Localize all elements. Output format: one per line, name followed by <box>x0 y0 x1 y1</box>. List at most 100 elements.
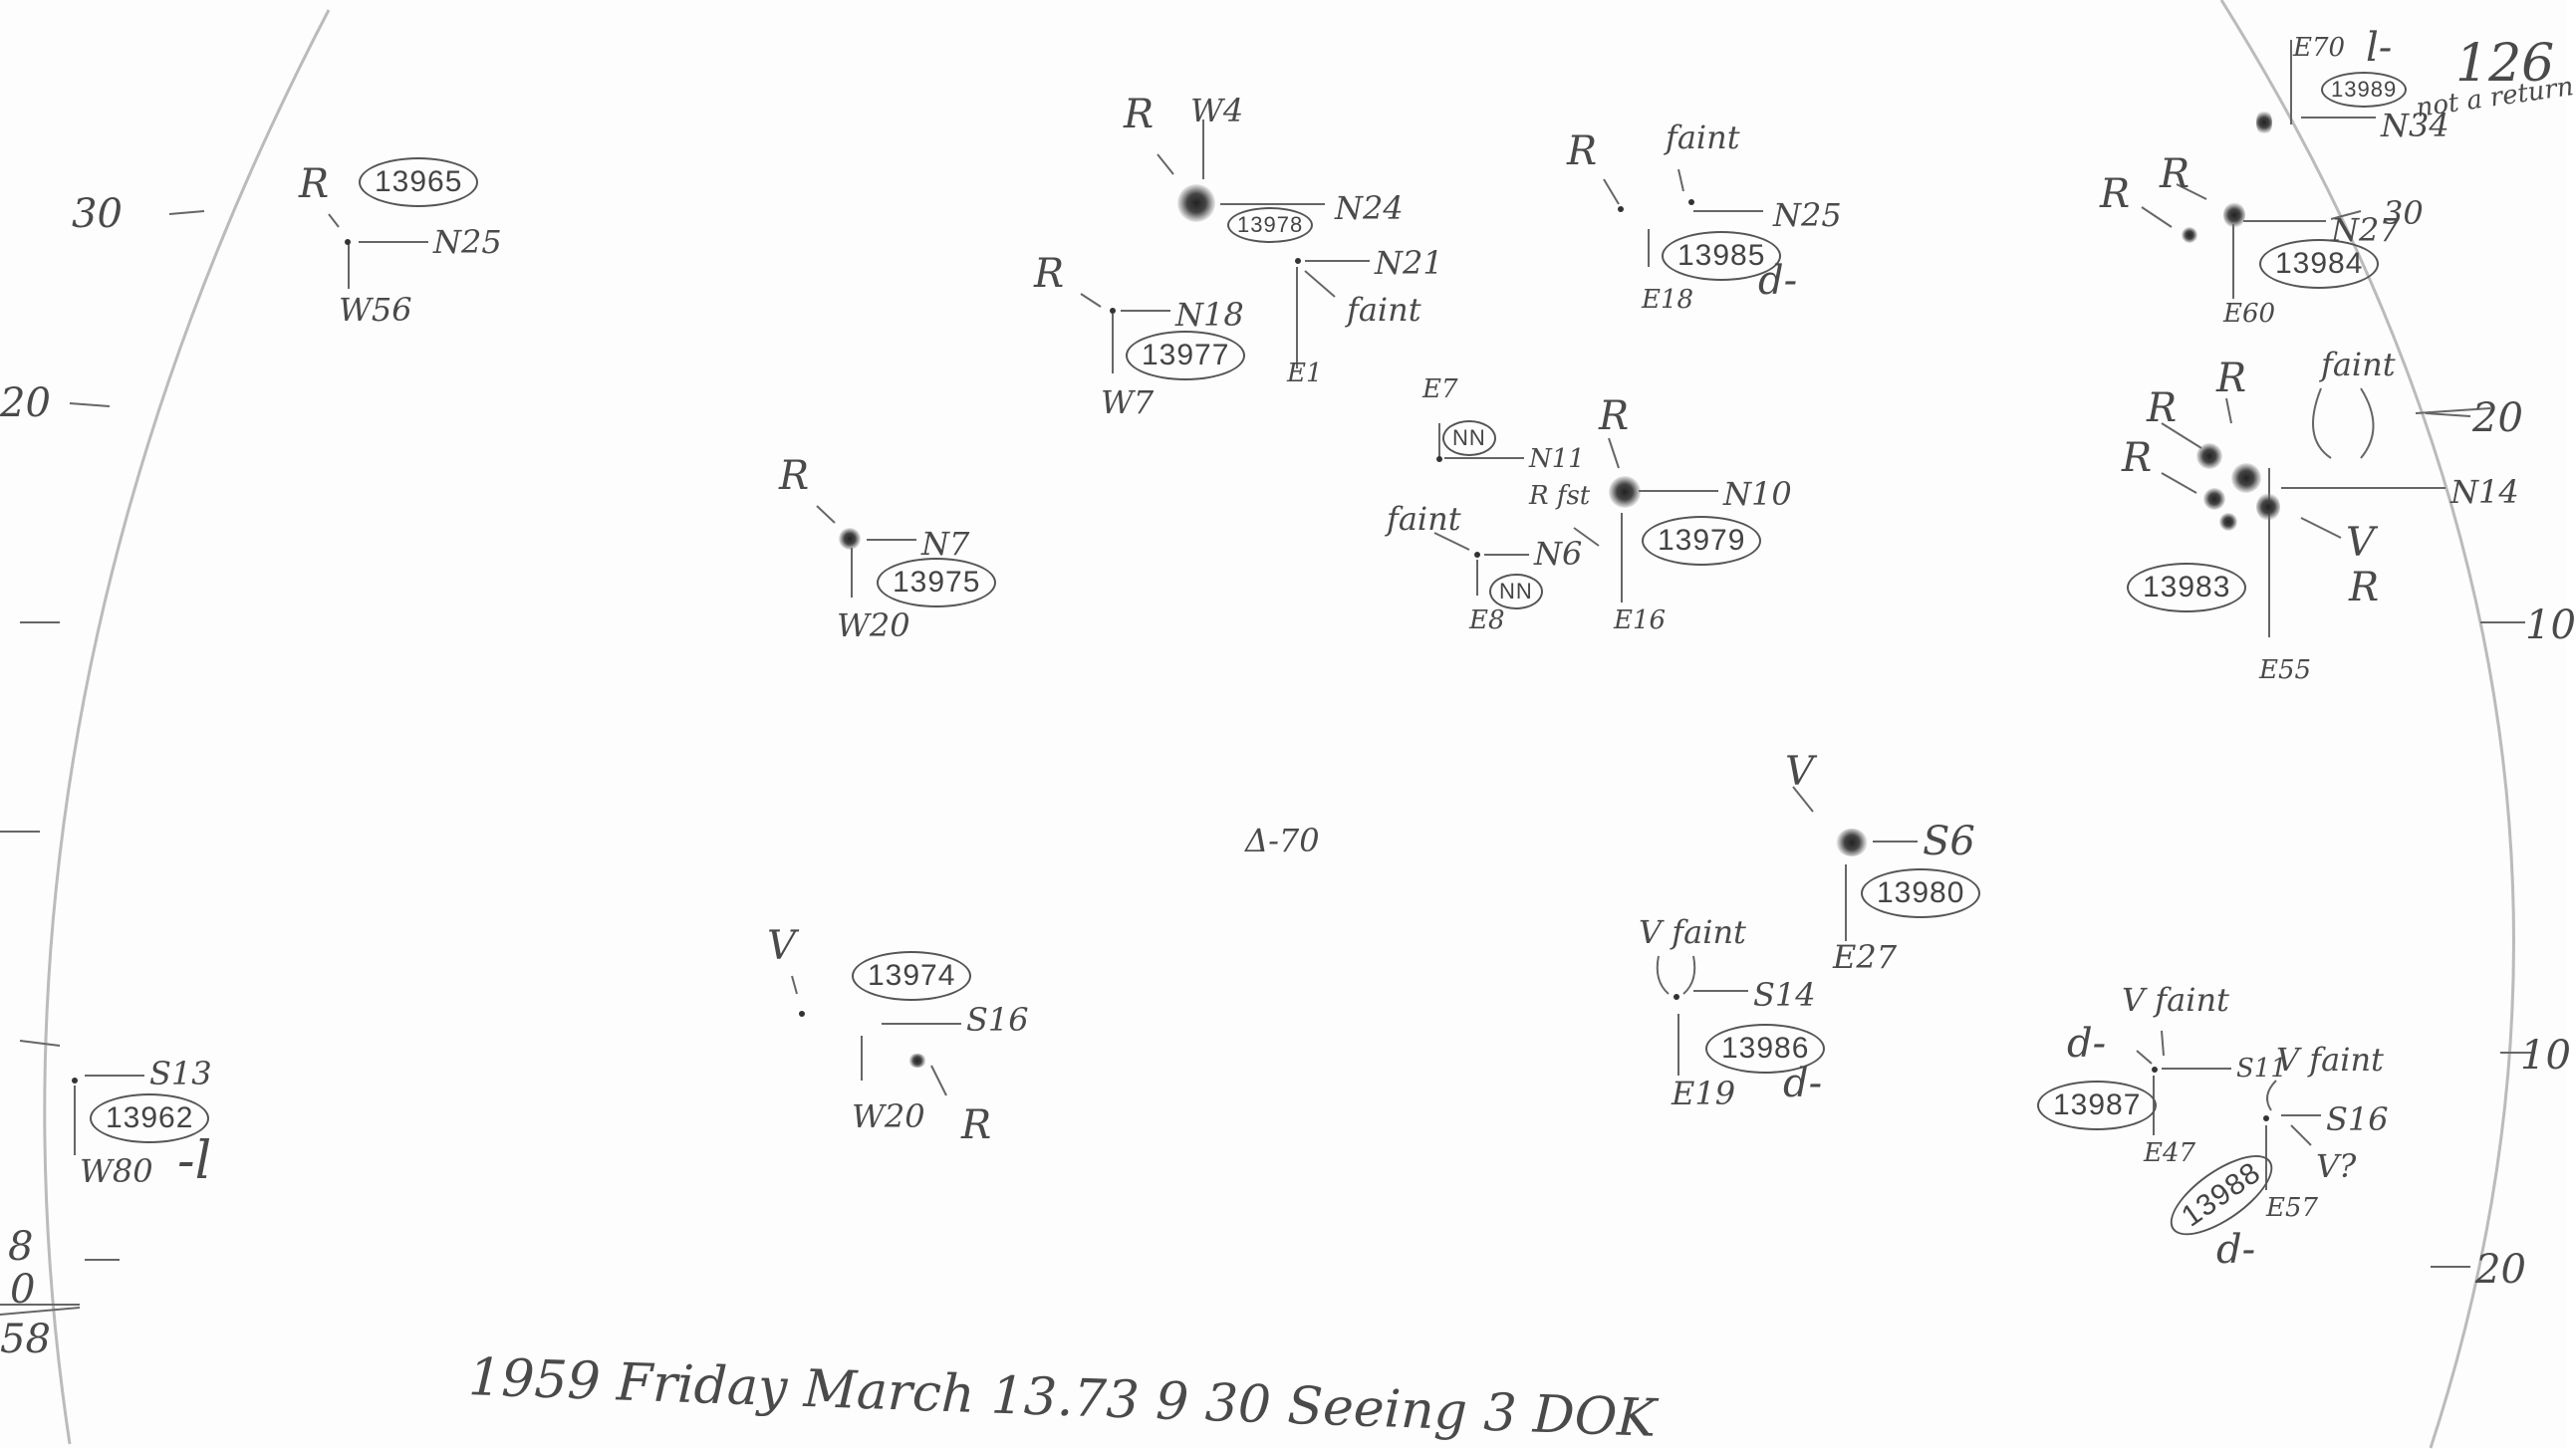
left-margin-label: 20 <box>0 380 51 426</box>
group-mark: R <box>1034 251 1065 297</box>
sunspot-13983-e <box>2219 513 2237 531</box>
group-mark: N34 <box>2381 107 2449 144</box>
sunspot-13975 <box>839 528 861 550</box>
group-mark: -l <box>177 1131 212 1191</box>
group-mark: E55 <box>2259 655 2312 685</box>
group-mark: R <box>299 161 330 207</box>
right-margin-label: 10 <box>2520 1033 2571 1079</box>
group-mark: E47 <box>2144 1138 2196 1168</box>
group-number: 13962 <box>90 1093 210 1143</box>
group-mark: N27 <box>2331 211 2400 249</box>
group-mark: R <box>2147 385 2178 431</box>
group-number: 13980 <box>1861 868 1981 918</box>
triangle-mark: Δ-70 <box>1245 822 1320 859</box>
group-mark: R <box>779 453 810 499</box>
group-mark: faint <box>1347 291 1421 329</box>
group-mark: E18 <box>1642 285 1694 315</box>
group-mark: E7 <box>1422 374 1458 404</box>
group-mark: N10 <box>1723 475 1792 513</box>
sunspot-13988 <box>2263 1115 2269 1121</box>
group-number: 13983 <box>2127 563 2247 612</box>
group-mark: l- <box>2366 25 2393 71</box>
sunspot-13977 <box>1110 308 1116 314</box>
sunspot-13989 <box>2256 110 2272 135</box>
group-mark: R <box>2122 435 2153 481</box>
disk-limb-left <box>43 9 331 1445</box>
group-mark: R <box>2216 356 2247 401</box>
group-number: 13986 <box>1705 1024 1826 1074</box>
sunspot-13974-b <box>908 1054 926 1068</box>
sunspot-13965 <box>345 239 351 245</box>
group-number: 13989 <box>2321 72 2408 108</box>
sunspot-13983-b <box>2231 463 2261 493</box>
group-mark: E57 <box>2266 1193 2319 1223</box>
sunspot-13985 <box>1618 206 1624 212</box>
group-mark: S16 <box>966 1001 1029 1039</box>
disk-limb-right <box>2219 0 2515 1449</box>
group-mark: V faint <box>2276 1041 2384 1079</box>
group-mark: E16 <box>1614 605 1667 635</box>
sunspot-13974 <box>799 1011 805 1017</box>
group-mark: E19 <box>1672 1075 1736 1112</box>
group-mark: N6 <box>1534 535 1583 573</box>
group-mark: N25 <box>433 223 502 261</box>
sunspot-13985-faint <box>1688 199 1694 205</box>
group-mark: R <box>1599 393 1630 439</box>
sunspot-13978 <box>1177 184 1215 222</box>
group-mark: W20 <box>837 606 910 644</box>
group-mark: S11 <box>2236 1054 2287 1084</box>
group-mark: S6 <box>1923 819 1975 864</box>
group-mark: N14 <box>2450 473 2519 511</box>
group-mark: E27 <box>1833 938 1898 976</box>
group-number: 13987 <box>2037 1081 2158 1130</box>
group-mark: S14 <box>1753 976 1816 1014</box>
sunspot-faint-n21 <box>1295 258 1301 264</box>
group-mark: N25 <box>1773 196 1842 234</box>
group-number: 13979 <box>1642 516 1762 566</box>
sunspot-13980 <box>1836 829 1868 856</box>
sunspot-13987 <box>2152 1067 2158 1073</box>
group-mark: R <box>2349 565 2380 610</box>
group-number: NN <box>1489 574 1543 609</box>
group-mark: R fst <box>1529 481 1591 511</box>
group-number: 13978 <box>1227 207 1314 243</box>
group-mark: V <box>767 923 796 969</box>
group-mark: V faint <box>2122 981 2229 1019</box>
sunspot-13962 <box>72 1078 78 1084</box>
group-mark: E1 <box>1287 359 1323 388</box>
group-mark: faint <box>1387 500 1461 538</box>
group-number: 13974 <box>852 951 972 1001</box>
group-mark: E8 <box>1469 605 1505 635</box>
group-mark: R <box>1567 128 1598 174</box>
group-mark: d- <box>1758 258 1798 304</box>
group-number: 13965 <box>359 157 479 207</box>
group-mark: V faint <box>1639 913 1746 951</box>
sunspot-13983-a <box>2196 443 2222 469</box>
group-mark: d- <box>1783 1061 1823 1106</box>
group-mark: R <box>1124 92 1155 137</box>
group-mark: S16 <box>2326 1100 2389 1138</box>
right-margin-label: 20 <box>2475 1247 2526 1293</box>
group-mark: V? <box>2316 1147 2357 1185</box>
left-margin-label: 30 <box>72 191 123 237</box>
group-number: 13975 <box>877 558 997 607</box>
right-margin-label: 20 <box>2472 395 2523 441</box>
sunspot-13984-b <box>2182 227 2197 243</box>
group-mark: N24 <box>1335 189 1404 227</box>
group-number: 13985 <box>1662 231 1782 281</box>
group-mark: R <box>2160 151 2190 197</box>
right-margin-label: 10 <box>2525 603 2576 648</box>
group-mark: W56 <box>339 291 412 329</box>
sunspot-13983-c <box>2203 488 2225 510</box>
group-mark: V <box>1785 749 1814 795</box>
group-mark: d- <box>2067 1021 2107 1067</box>
group-mark: V <box>2346 520 2375 566</box>
group-mark: W4 <box>1190 92 1244 129</box>
left-margin-label: 58 <box>0 1317 51 1362</box>
group-number: 13984 <box>2259 239 2380 289</box>
left-margin-label: 0 <box>10 1267 36 1313</box>
group-mark: W20 <box>852 1097 925 1135</box>
group-mark: d- <box>2216 1227 2256 1273</box>
